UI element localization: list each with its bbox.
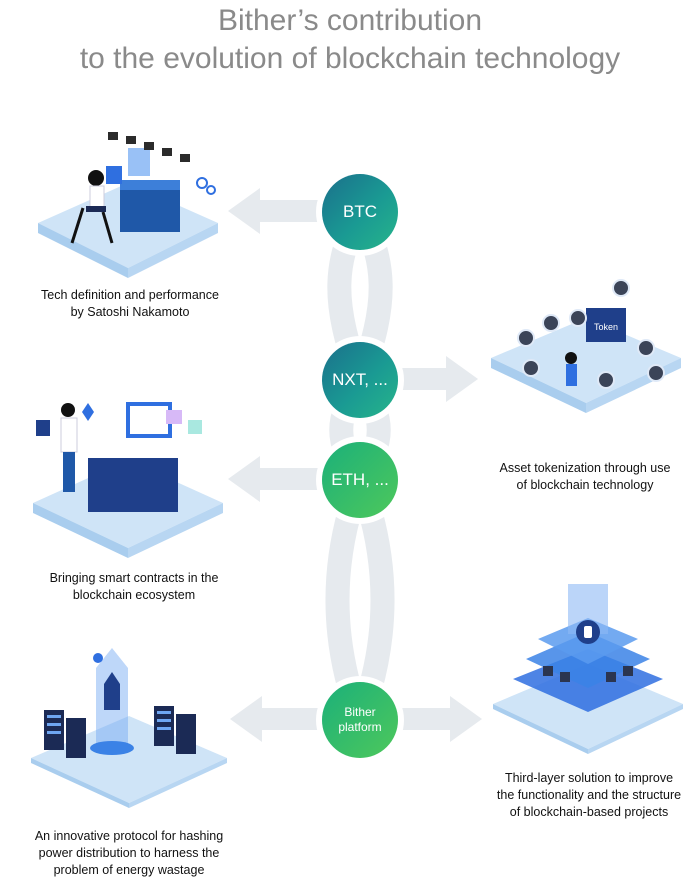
node-bither-line2: platform bbox=[338, 720, 382, 734]
node-btc: BTC bbox=[322, 174, 398, 250]
caption-hash-line-1: An innovative protocol for hashing bbox=[34, 829, 224, 843]
caption-third-line-2: the functionality and the structure bbox=[496, 788, 682, 802]
token-label: Token bbox=[594, 322, 618, 332]
caption-asset-line-1: Asset tokenization through use bbox=[499, 461, 671, 475]
caption-tech-line-1: Tech definition and performance bbox=[41, 288, 219, 302]
node-eth: ETH, ... bbox=[322, 442, 398, 518]
title-line-1: Bither’s contribution bbox=[217, 4, 483, 37]
caption-asset-line-2: of blockchain technology bbox=[516, 478, 654, 492]
arrow-left-bither bbox=[230, 696, 262, 742]
caption-hashing-protocol: An innovative protocol for hashing power… bbox=[6, 828, 252, 879]
caption-smart-line-1: Bringing smart contracts in the bbox=[49, 571, 219, 585]
arrow-left-eth bbox=[228, 456, 260, 502]
workspace-illustration bbox=[38, 132, 218, 278]
node-nxt: NXT, ... bbox=[322, 342, 398, 418]
developer-desk-illustration bbox=[33, 402, 223, 558]
caption-smart-line-2: blockchain ecosystem bbox=[72, 588, 196, 602]
caption-hash-line-2: power distribution to harness the bbox=[38, 846, 220, 860]
caption-hash-line-3: problem of energy wastage bbox=[53, 863, 205, 877]
caption-tech-line-2: by Satoshi Nakamoto bbox=[70, 305, 190, 319]
arrow-right-nxt bbox=[446, 356, 478, 402]
server-rocket-illustration bbox=[31, 648, 227, 808]
title-line-2: to the evolution of blockchain technolog… bbox=[79, 42, 621, 75]
token-network-illustration: Token bbox=[491, 279, 681, 413]
caption-third-line-1: Third-layer solution to improve bbox=[504, 771, 674, 785]
caption-smart-contracts: Bringing smart contracts in the blockcha… bbox=[12, 570, 256, 604]
node-btc-label: BTC bbox=[343, 202, 377, 221]
connector-arrows bbox=[228, 188, 482, 742]
node-bither-line1: Bither bbox=[344, 705, 376, 719]
caption-third-layer: Third-layer solution to improve the func… bbox=[478, 770, 700, 821]
page-title: Bither’s contribution to the evolution o… bbox=[0, 2, 700, 78]
arrow-right-bither bbox=[450, 696, 482, 742]
caption-asset-tokenization: Asset tokenization through use of blockc… bbox=[470, 460, 700, 494]
layered-platform-illustration bbox=[493, 584, 683, 754]
caption-third-line-3: of blockchain-based projects bbox=[509, 805, 669, 819]
caption-tech-definition: Tech definition and performance by Satos… bbox=[10, 287, 250, 321]
node-nxt-label: NXT, ... bbox=[332, 370, 388, 389]
node-eth-label: ETH, ... bbox=[331, 470, 389, 489]
arrow-left-btc bbox=[228, 188, 260, 234]
